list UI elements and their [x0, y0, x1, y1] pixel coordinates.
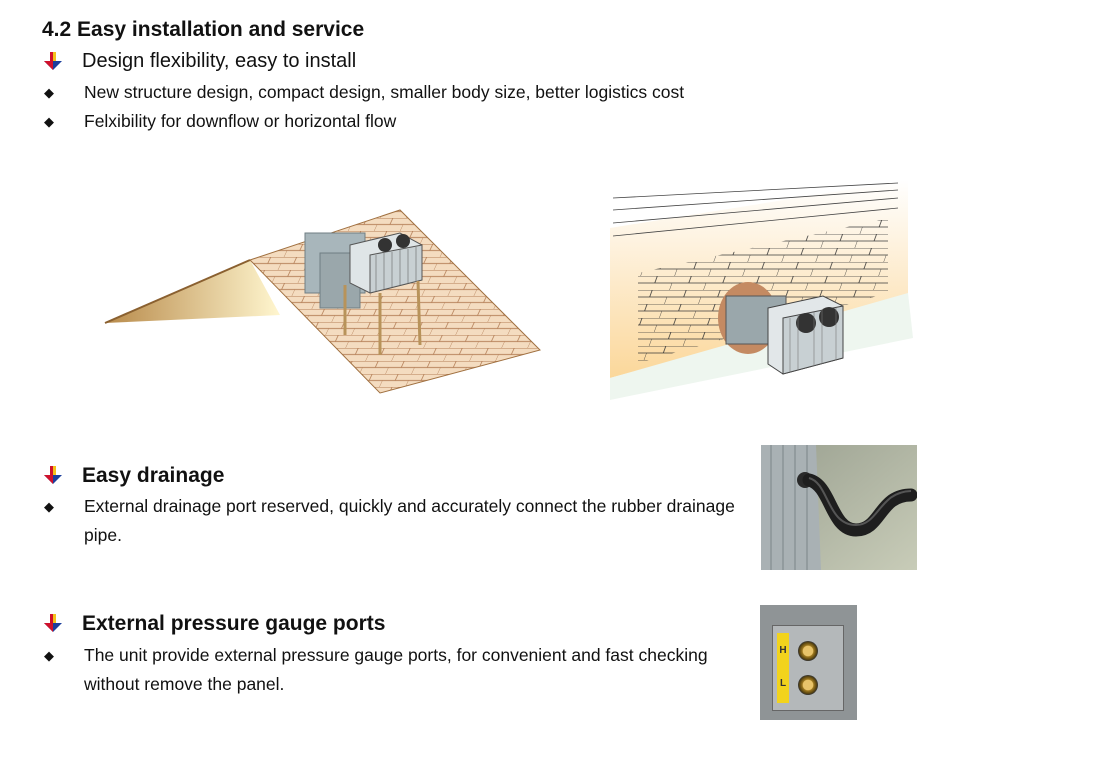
bullet-item: ◆ The unit provide external pressure gau…: [42, 641, 752, 699]
diamond-bullet-icon: ◆: [44, 85, 54, 100]
down-arrow-icon: [42, 612, 82, 634]
pressure-gauge-ports-photo: H L: [760, 605, 857, 720]
bullet-text: External drainage port reserved, quickly…: [84, 496, 735, 545]
low-pressure-label: L: [779, 678, 787, 689]
bullet-text: The unit provide external pressure gauge…: [84, 645, 708, 694]
low-pressure-port: [798, 675, 818, 695]
bullet-text: New structure design, compact design, sm…: [84, 82, 685, 102]
diamond-bullet-icon: ◆: [44, 648, 54, 663]
diamond-bullet-icon: ◆: [44, 114, 54, 129]
drainage-port-photo: [761, 445, 917, 570]
high-pressure-label: H: [779, 645, 787, 656]
page-title: 4.2 Easy installation and service: [42, 18, 365, 41]
section-heading-row: Easy drainage: [42, 464, 224, 488]
wall-installation-illustration: [608, 178, 918, 400]
bullet-item: ◆ External drainage port reserved, quick…: [42, 492, 752, 550]
section-heading: External pressure gauge ports: [82, 612, 386, 635]
bullet-text: Felxibility for downflow or horizontal f…: [84, 111, 397, 131]
bullet-item: ◆ Felxibility for downflow or horizontal…: [42, 107, 396, 136]
rooftop-installation-illustration: [100, 205, 550, 395]
section-heading: Design flexibility, easy to install: [82, 50, 357, 72]
down-arrow-icon: [42, 50, 82, 72]
section-heading-row: External pressure gauge ports: [42, 612, 385, 636]
section-heading-row: Design flexibility, easy to install: [42, 50, 356, 73]
diamond-bullet-icon: ◆: [44, 499, 54, 514]
section-heading: Easy drainage: [82, 464, 225, 487]
bullet-item: ◆ New structure design, compact design, …: [42, 78, 684, 107]
high-pressure-port: [798, 641, 818, 661]
down-arrow-icon: [42, 464, 82, 486]
